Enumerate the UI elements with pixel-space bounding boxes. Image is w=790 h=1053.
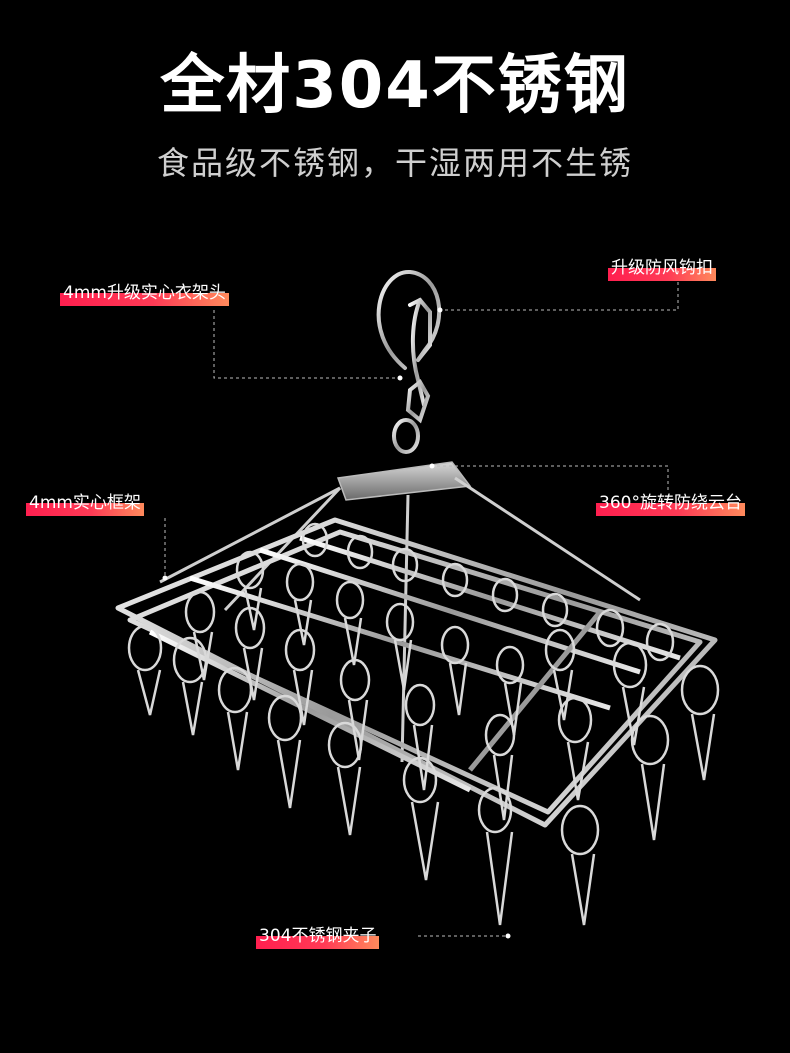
- page-title: 全材304不锈钢: [160, 49, 630, 123]
- callout-text: 360°旋转防绕云台: [599, 493, 742, 513]
- page-subtitle: 食品级不锈钢，干湿两用不生锈: [156, 144, 633, 182]
- swivel-plate: [336, 461, 472, 501]
- callout-swivel: 360°旋转防绕云台: [596, 493, 745, 516]
- leader-lines: [164, 282, 679, 937]
- callout-clips: 304不锈钢夹子: [256, 926, 380, 949]
- clip-row-1: [127, 624, 600, 926]
- support-wires: [159, 476, 641, 763]
- callout-hanger-head: 4mm升级实心衣架头: [60, 283, 229, 306]
- callout-text: 4mm实心框架: [29, 493, 141, 513]
- callout-frame: 4mm实心框架: [26, 493, 144, 516]
- callout-text: 4mm升级实心衣架头: [63, 283, 226, 303]
- clip-row-3: [235, 550, 720, 781]
- clip-row-4: [301, 522, 675, 662]
- label-highlight: [596, 503, 745, 516]
- label-highlight: [608, 268, 716, 281]
- callout-text: 304不锈钢夹子: [259, 926, 377, 946]
- hook-icon: [376, 269, 442, 470]
- frame: [115, 517, 718, 828]
- callout-text: 升级防风钩扣: [611, 258, 713, 278]
- callout-windproof-hook: 升级防风钩扣: [608, 258, 716, 281]
- label-highlight: [256, 936, 380, 949]
- label-highlight: [26, 503, 144, 516]
- label-highlight: [60, 293, 229, 306]
- clips: [127, 522, 720, 926]
